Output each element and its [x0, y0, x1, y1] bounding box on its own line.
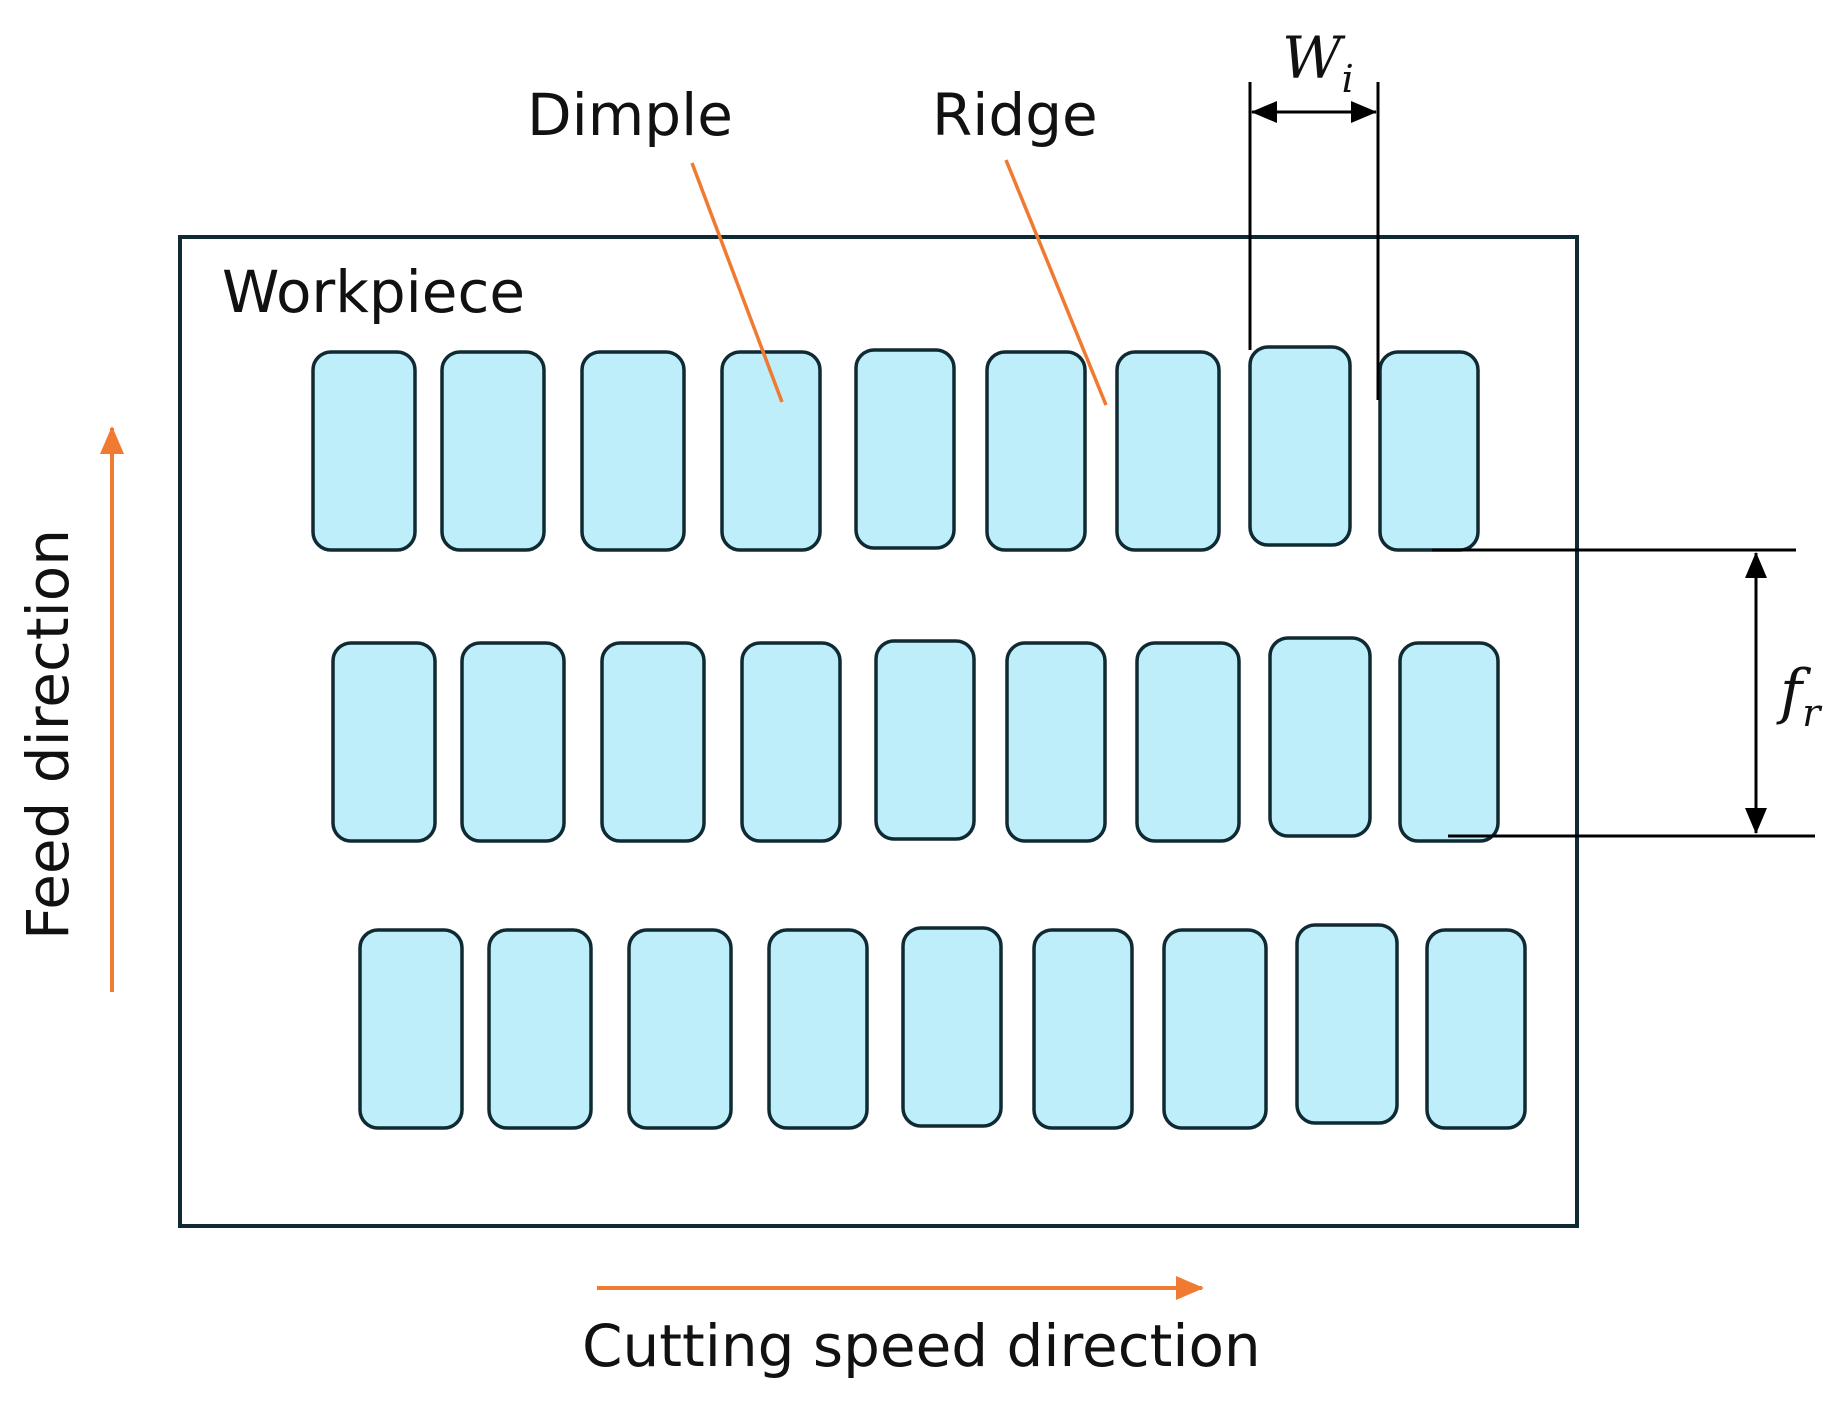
- dimple-r1-c3: [580, 350, 686, 552]
- dimple-r3-c2: [487, 928, 593, 1130]
- feed-dimension: fr: [1432, 548, 1823, 838]
- dimple-r2-c7: [1135, 641, 1241, 843]
- dimple-label: Dimple: [527, 81, 733, 149]
- dimple-r3-c3: [627, 928, 733, 1130]
- dimple-r2-c8: [1268, 636, 1372, 838]
- cutting-speed-direction-label: Cutting speed direction: [582, 1312, 1261, 1380]
- dimple-r2-c9: [1398, 641, 1500, 843]
- dimple-r2-c5: [874, 639, 976, 841]
- dimple-r3-c4: [767, 928, 869, 1130]
- dimple-r3-c6: [1032, 928, 1134, 1130]
- dimple-r2-c2: [460, 641, 566, 843]
- dimple-r1-c8: [1248, 345, 1352, 547]
- feed-direction-label: Feed direction: [14, 529, 82, 940]
- dimple-grid: [311, 345, 1527, 1130]
- dimple-r3-c9: [1425, 928, 1527, 1130]
- dimple-leader-line: [690, 162, 784, 403]
- dimple-r1-c5: [854, 348, 956, 550]
- feed-dimension-label: fr: [1776, 657, 1823, 735]
- dimple-r1-c7: [1115, 350, 1221, 552]
- dimple-r2-c1: [331, 641, 437, 843]
- workpiece-label: Workpiece: [222, 258, 525, 326]
- width-dimension-label: Wi: [1282, 24, 1354, 101]
- ridge-leader-line: [1004, 159, 1108, 406]
- dimple-r1-c2: [440, 350, 546, 552]
- dimple-r3-c7: [1162, 928, 1268, 1130]
- ridge-label: Ridge: [932, 81, 1098, 149]
- dimple-r2-c4: [740, 641, 842, 843]
- dimple-r2-c6: [1005, 641, 1107, 843]
- workpiece-boundary: [178, 235, 1579, 1228]
- dimple-r3-c1: [358, 928, 464, 1130]
- dimple-r1-c1: [311, 350, 417, 552]
- dimple-r3-c5: [901, 926, 1003, 1128]
- width-dimension: Wi: [1248, 24, 1380, 400]
- dimple-r1-c4: [720, 350, 822, 552]
- dimple-r1-c9: [1378, 350, 1480, 552]
- dimple-r2-c3: [600, 641, 706, 843]
- dimple-r1-c6: [985, 350, 1087, 552]
- dimple-r3-c8: [1295, 923, 1399, 1125]
